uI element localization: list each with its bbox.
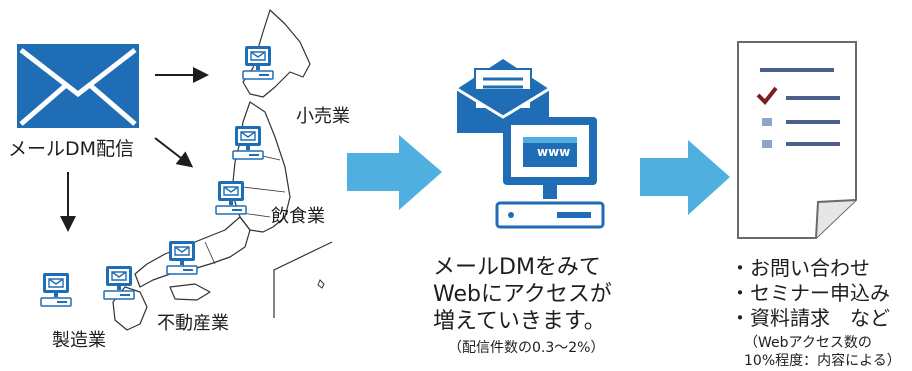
result-item-seminar: ・セミナー申込み xyxy=(730,281,890,305)
industry-label-real-estate: 不動産業 xyxy=(157,313,229,334)
big-arrow-right xyxy=(640,140,730,215)
computer-icon xyxy=(232,125,264,161)
computer-icon xyxy=(40,272,72,308)
computer-icon xyxy=(103,265,135,301)
industry-label-retail: 小売業 xyxy=(296,106,350,127)
mail-label: メールDM配信 xyxy=(8,138,135,160)
result-note-line-1: （Webアクセス数の xyxy=(744,335,872,351)
web-computer-icon xyxy=(495,115,605,230)
computer-icon xyxy=(215,180,247,216)
okinawa-inset xyxy=(273,241,333,318)
arrows-from-mail xyxy=(60,67,209,232)
web-line-1: メールDMをみて xyxy=(433,255,601,280)
web-note: （配信件数の0.3～2%） xyxy=(448,340,605,356)
web-line-2: Webにアクセスが xyxy=(433,282,612,307)
computer-icon xyxy=(166,240,198,276)
web-line-3: 増えていきます。 xyxy=(433,309,606,334)
industry-label-food: 飲食業 xyxy=(271,206,325,227)
open-mail-icon xyxy=(453,55,553,135)
arrow-to-food xyxy=(154,137,194,168)
big-arrow-right xyxy=(347,135,442,210)
document-icon xyxy=(736,40,858,240)
result-note-line-2: 10%程度：内容による） xyxy=(744,353,901,369)
www-screen-text: www xyxy=(537,145,571,159)
result-item-documents: ・資料請求 など xyxy=(730,306,890,330)
industry-label-manufacturing: 製造業 xyxy=(52,330,106,351)
result-item-inquiry: ・お問い合わせ xyxy=(730,256,870,280)
envelope-icon xyxy=(17,44,139,128)
computer-icon xyxy=(242,45,274,81)
